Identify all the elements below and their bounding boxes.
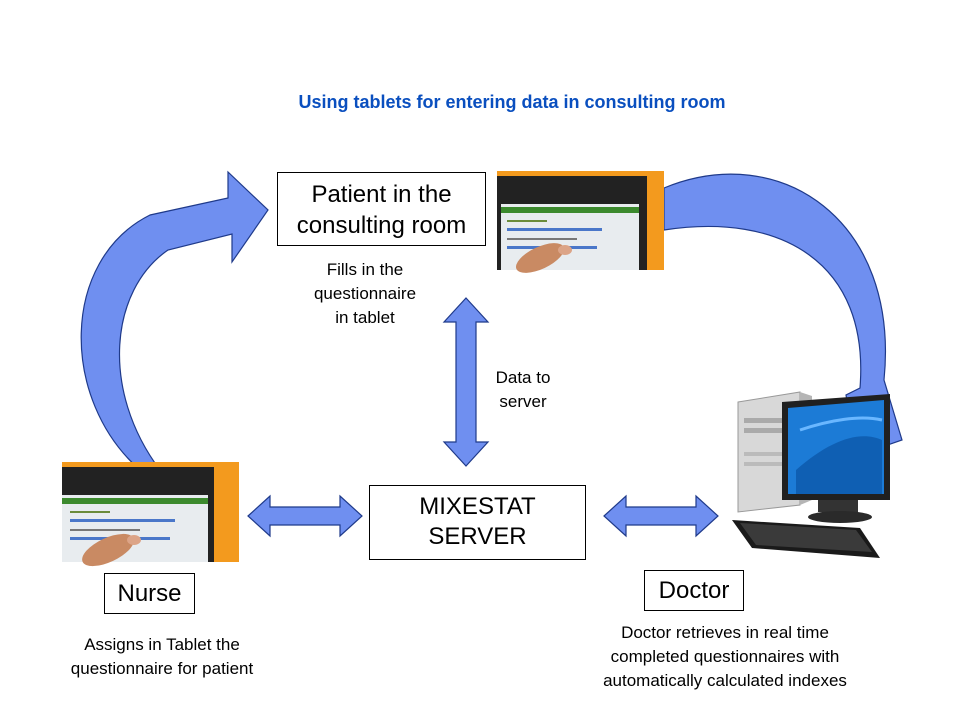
- server-box: MIXESTAT SERVER: [369, 485, 586, 560]
- patient-box: Patient in the consulting room: [277, 172, 486, 246]
- tablet-image-patient: [497, 171, 664, 273]
- server-box-line1: MIXESTAT: [419, 493, 536, 520]
- nurse-box: Nurse: [104, 573, 195, 614]
- server-doctor-arrow: [603, 494, 719, 538]
- doctor-caption-line3: automatically calculated indexes: [603, 671, 847, 690]
- data-to-server-arrow: [442, 297, 490, 467]
- data-to-server-line1: Data to: [495, 368, 551, 387]
- doctor-box: Doctor: [644, 570, 744, 611]
- patient-box-line2: consulting room: [296, 212, 467, 239]
- patient-caption-line1: Fills in the: [326, 260, 404, 279]
- data-to-server-line2: server: [499, 392, 547, 411]
- nurse-caption-line2: questionnaire for patient: [70, 659, 254, 678]
- nurse-caption: Assigns in Tablet the questionnaire for …: [42, 633, 282, 681]
- patient-caption-line3: in tablet: [335, 308, 395, 327]
- nurse-caption-line1: Assigns in Tablet the: [84, 635, 240, 654]
- doctor-caption-line1: Doctor retrieves in real time: [621, 623, 829, 642]
- computer-image: [732, 391, 890, 558]
- patient-caption-line2: questionnaire: [313, 284, 417, 303]
- nurse-to-patient-arrow: [80, 170, 269, 471]
- nurse-server-arrow: [247, 494, 363, 538]
- data-to-server-label: Data to server: [478, 366, 568, 414]
- patient-box-line1: Patient in the: [311, 181, 452, 208]
- tablet-image-nurse: [62, 462, 239, 567]
- server-box-line2: SERVER: [428, 523, 527, 550]
- patient-caption: Fills in the questionnaire in tablet: [280, 258, 450, 330]
- doctor-caption-line2: completed questionnaires with: [610, 647, 840, 666]
- doctor-caption: Doctor retrieves in real time completed …: [560, 621, 890, 693]
- diagram-title: Using tablets for entering data in consu…: [298, 92, 726, 112]
